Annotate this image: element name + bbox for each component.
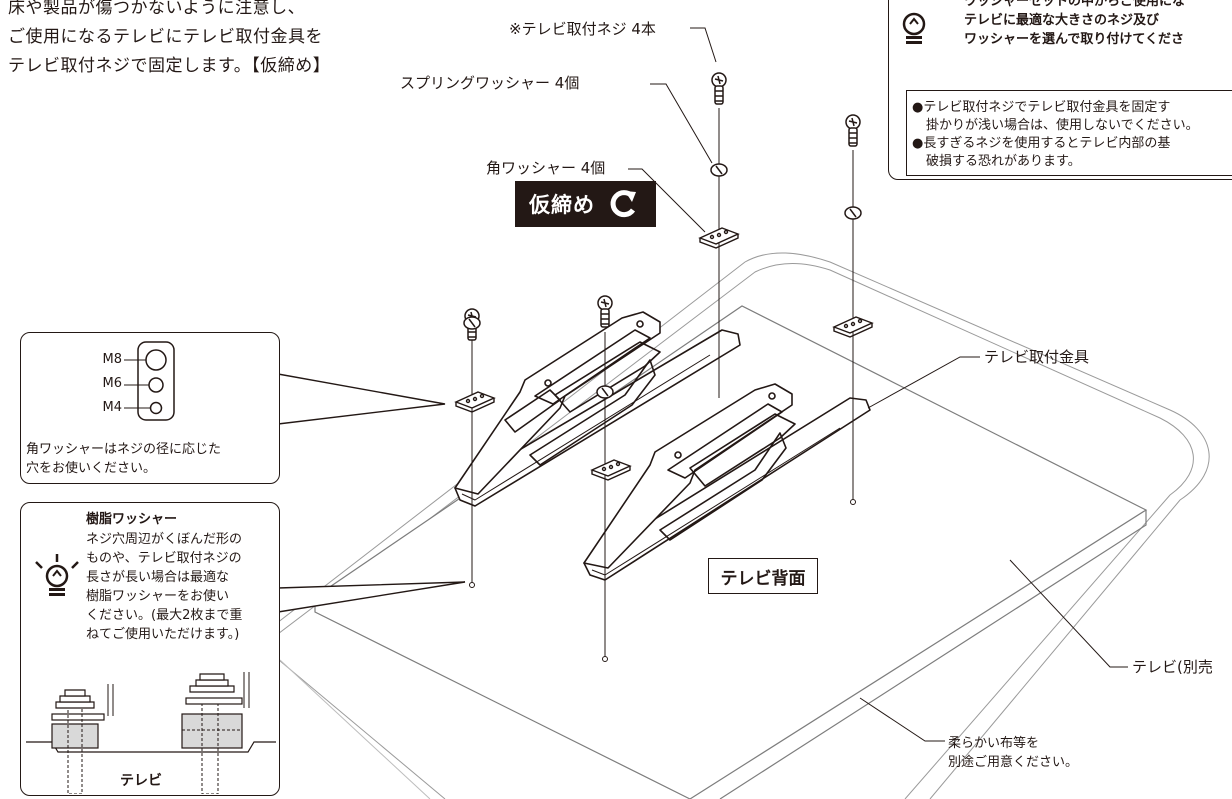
note-line: 破損する恐れがあります。 [926,154,1081,169]
floor-line-2 [279,659,431,799]
resin-line: ねてご使用いただけます。) [86,627,240,642]
resin-text: ネジ穴周辺がくぼんだ形の ものや、テレビ取付ネジの 長さが長い場合は最適な 樹脂… [86,530,242,644]
label-screws: ※テレビ取付ネジ 4本 [509,20,656,38]
top-right-line: ワッシャーセットの中からご使用にな [964,0,1186,9]
spring-washers [463,163,862,399]
intro-text: 床や製品が傷つかないように注意し、 ご使用になるテレビにテレビ取付金具を テレビ… [8,0,330,81]
top-right-text: ワッシャーセットの中からご使用にな テレビに最適な大きさのネジ及び ワッシャーを… [964,0,1185,49]
badge-label: 仮締め [529,193,595,217]
soft-cloth-outline [254,252,1210,799]
bulb-icon [902,12,926,44]
tv-panel-top [314,305,1148,799]
leader-square-washer [628,168,706,233]
note-box-inner [906,90,1232,176]
bracket-left [454,311,741,507]
leader-cloth [859,697,945,742]
square-washers [454,227,874,481]
leader-bracket [867,356,980,409]
hole-size-labels: M8 M6 M4 [92,348,123,420]
resin-title: 樹脂ワッシャー [86,512,178,527]
note-line: ●テレビ取付ネジでテレビ取付金具を固定す [912,100,1171,115]
caption-line: 穴をお使いください。 [26,461,157,476]
resin-box-pointer [277,581,466,613]
tv-back-label: テレビ背面 [708,558,818,594]
note-line: 掛かりが浅い場合は、使用しないでください。 [926,118,1199,133]
top-right-line: テレビに最適な大きさのネジ及び [964,13,1160,28]
rotate-arrow-icon [610,190,636,218]
tv-panel-edge-right [719,510,1147,799]
hole-size-m6: M6 [102,376,123,391]
hole-size-m8: M8 [102,352,123,367]
hint-bulb-icon [35,554,79,596]
hole-box-caption: 角ワッシャーはネジの径に応じた 穴をお使いください。 [26,440,221,478]
label-spring-washer: スプリングワッシャー 4個 [400,74,580,92]
screws [464,72,861,341]
cloth-line: 柔らかい布等を [948,736,1040,751]
resin-line: ものや、テレビ取付ネジの [86,551,242,566]
intro-line: 床や製品が傷つかないように注意し、 [8,0,306,18]
screw-icon [711,72,727,105]
hole-box-pointer [277,373,446,425]
bracket-right [583,383,871,581]
caption-line: 角ワッシャーはネジの径に応じた [26,442,222,457]
screw-icon [597,295,613,328]
label-bracket: テレビ取付金具 [984,348,1090,366]
resin-line: ください。(最大2枚まで重 [86,608,243,623]
square-washer-diagram [124,341,175,421]
label-square-washer: 角ワッシャー 4個 [486,159,606,177]
screw-icon [845,114,861,147]
label-tv: テレビ(別売 [1132,658,1213,676]
hole-size-m4: M4 [102,400,123,415]
resin-tv-label: テレビ [120,773,162,789]
resin-line: ネジ穴周辺がくぼんだ形の [86,532,243,547]
top-right-notes: ●テレビ取付ネジでテレビ取付金具を固定す 掛かりが浅い場合は、使用しないでくださ… [912,99,1199,171]
resin-line: 樹脂ワッシャーをお使い [86,589,230,604]
label-cloth: 柔らかい布等を 別途ご用意ください。 [948,734,1078,772]
intro-line: テレビ取付ネジで固定します。【仮締め】 [8,56,331,76]
intro-line: ご使用になるテレビにテレビ取付金具を [8,27,323,47]
resin-washer-cross-section [26,672,276,794]
cloth-line: 別途ご用意ください。 [948,755,1079,770]
note-line: ●長すぎるネジを使用するとテレビ内部の基 [912,136,1171,151]
resin-line: 長さが長い場合は最適な [86,570,230,585]
top-right-line: ワッシャーを選んで取り付けてくださ [964,32,1184,47]
leader-spring-washer [650,83,713,164]
soft-cloth-outline-2 [269,263,1194,799]
temporary-tighten-badge: 仮締め [515,181,656,227]
leader-tv [1009,559,1128,668]
leader-screws [690,27,717,63]
